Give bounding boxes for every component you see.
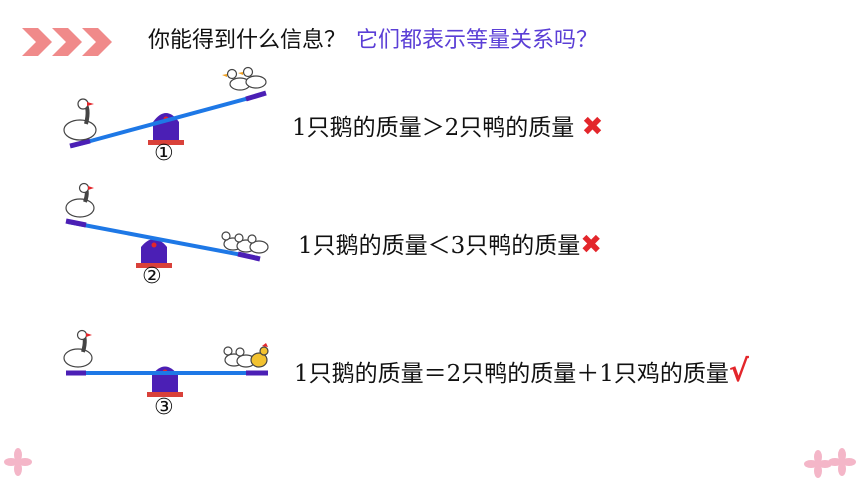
scale-3 [63,329,269,397]
statement-text: 1只鹅的质量＞2只鸭的质量 [292,115,575,141]
question-sub: 它们都表示等量关系吗？ [356,28,599,53]
scale-number-2: ② [142,264,162,289]
statement-text: 1只鹅的质量＝2只鸭的质量＋1只鸡的质量 [294,361,729,387]
statement-3: 1只鹅的质量＝2只鸭的质量＋1只鸡的质量√ [294,354,749,389]
scale-1 [63,66,267,149]
wrong-mark-icon: ✖ [581,112,604,142]
ducks-and-chicken-icon [223,343,269,368]
goose-icon [63,329,93,368]
goose-icon [65,182,95,218]
check-mark-icon: √ [728,354,749,389]
goose-icon [63,98,97,141]
ducks-icon [222,66,267,91]
question-main: 你能得到什么信息？ [148,28,347,53]
chevron-arrows-icon [22,28,112,56]
scale-number-1: ① [154,141,174,166]
statement-2: 1只鹅的质量＜3只鸭的质量✖ [298,226,602,260]
statement-1: 1只鹅的质量＞2只鸭的质量 ✖ [292,108,603,142]
scale-2 [65,182,269,268]
scale-number-3: ③ [154,395,174,420]
wrong-mark-icon: ✖ [580,230,603,260]
flower-icon [4,448,856,478]
statement-text: 1只鹅的质量＜3只鸭的质量 [298,233,581,259]
question-line: 你能得到什么信息？ 它们都表示等量关系吗？ [148,22,598,54]
ducks-icon [221,231,269,254]
